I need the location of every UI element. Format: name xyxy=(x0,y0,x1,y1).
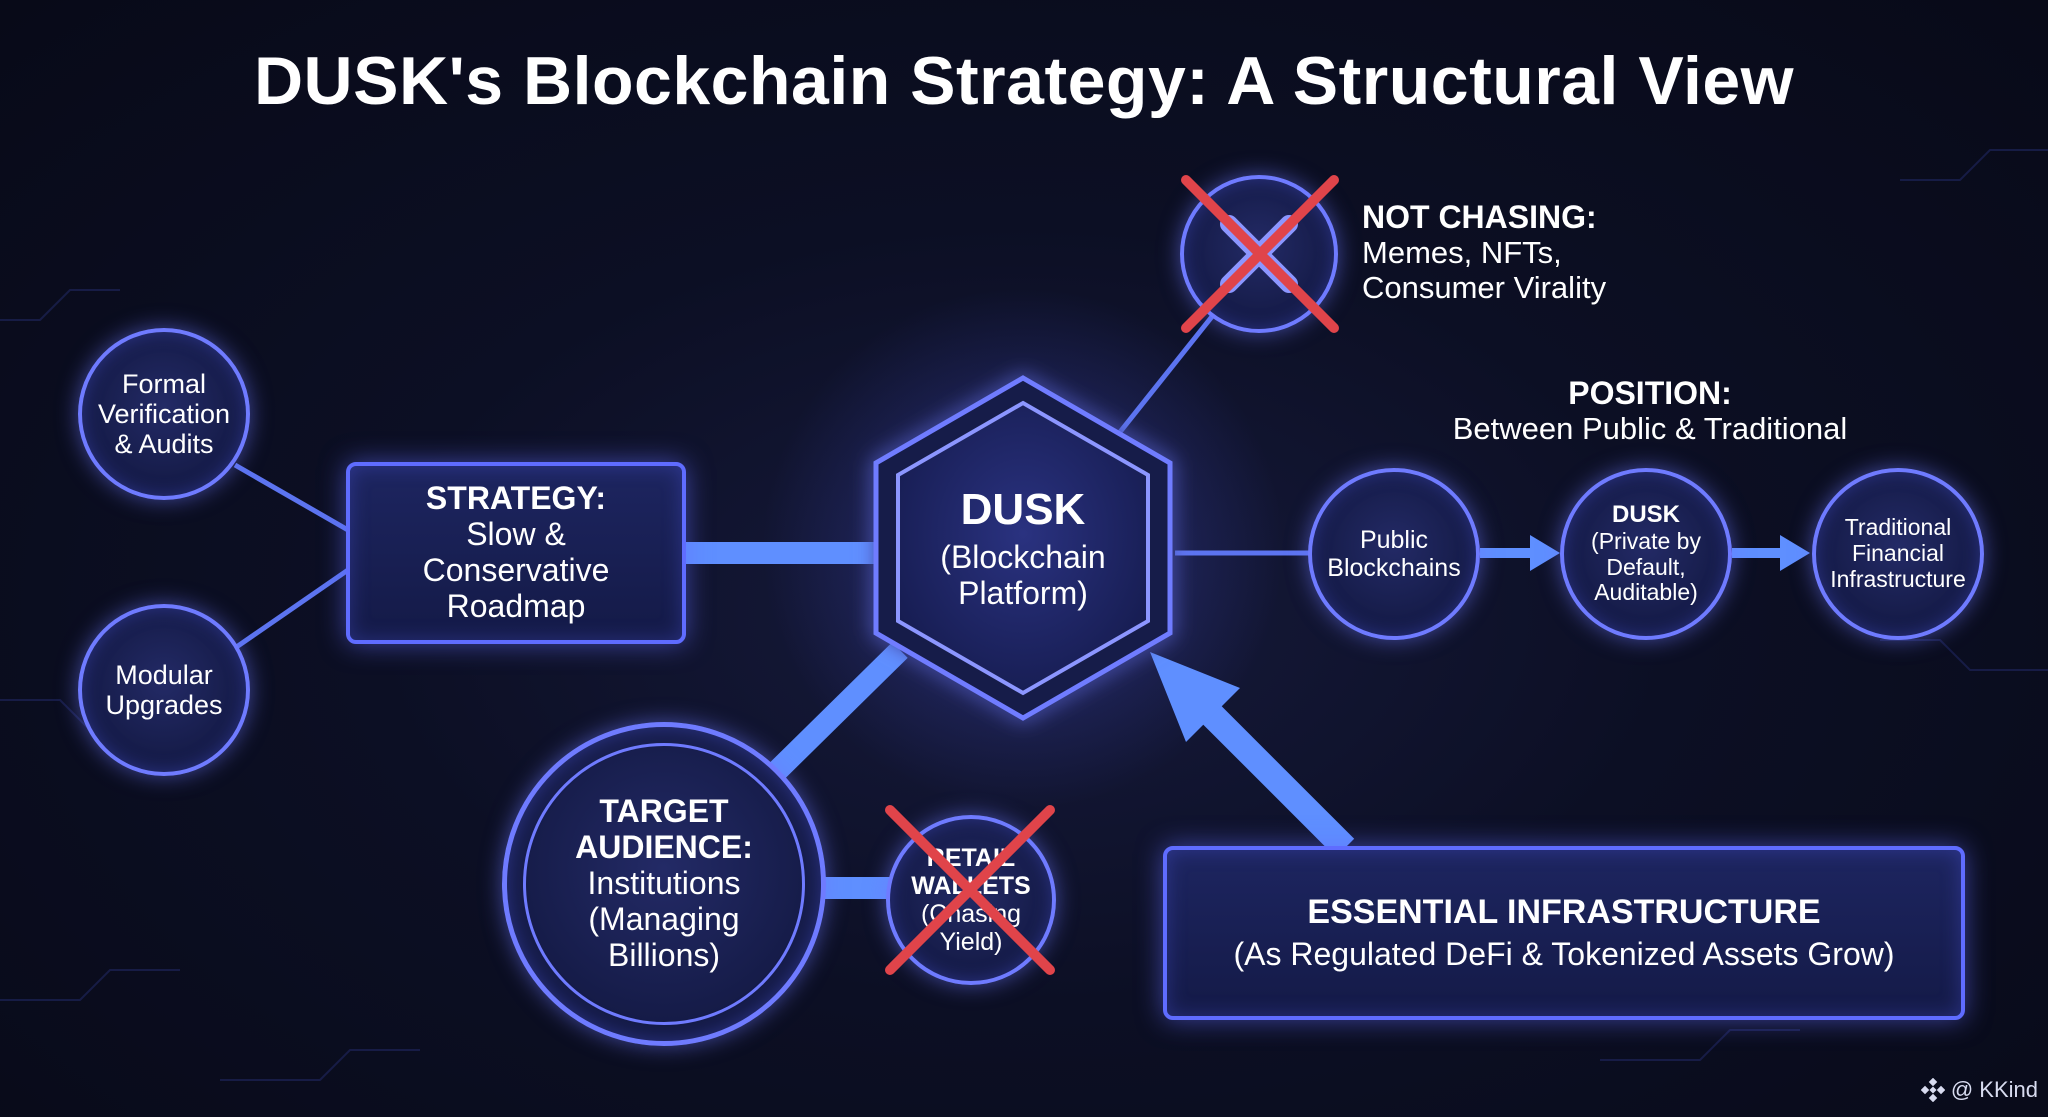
watermark: @ KKind xyxy=(1920,1077,2038,1103)
dusk-subtitle-line1: (Blockchain xyxy=(940,538,1106,575)
cross-out-icon xyxy=(1181,175,1339,333)
watermark-text: @ KKind xyxy=(1950,1077,2038,1102)
strategy-line1: Slow & xyxy=(466,516,566,553)
modular-line1: Modular xyxy=(115,659,213,690)
not-chasing-label: NOT CHASING: Memes, NFTs, Consumer Viral… xyxy=(1362,199,1607,305)
dusk-hexagon-inner xyxy=(896,400,1150,696)
strategy-box: STRATEGY: Slow & Conservative Roadmap xyxy=(346,462,686,644)
dusk-name: DUSK xyxy=(960,484,1086,534)
formal-line2: Verification xyxy=(97,398,231,429)
public-line1: Public xyxy=(1359,526,1429,554)
position-subtitle: Between Public & Traditional xyxy=(1452,410,1848,446)
essential-subtitle: (As Regulated DeFi & Tokenized Assets Gr… xyxy=(1233,936,1895,973)
traditional-line1: Traditional xyxy=(1844,514,1952,541)
traditional-line2: Financial xyxy=(1851,540,1945,567)
position-label: POSITION: Between Public & Traditional xyxy=(1400,375,1900,447)
formal-line1: Formal xyxy=(121,368,206,399)
dusk-private-line2: (Private by xyxy=(1591,527,1701,554)
retail-line4: Yield) xyxy=(939,928,1003,956)
dusk-subtitle-line2: Platform) xyxy=(958,574,1088,611)
not-chasing-heading: NOT CHASING: xyxy=(1362,199,1597,235)
public-line2: Blockchains xyxy=(1327,554,1461,582)
dusk-private-line4: Auditable) xyxy=(1594,579,1698,606)
page-title: DUSK's Blockchain Strategy: A Structural… xyxy=(253,43,1795,119)
formal-line3: & Audits xyxy=(114,429,214,460)
strategy-line2: Conservative xyxy=(422,552,610,588)
cross-out-icon xyxy=(885,805,1055,975)
position-heading: POSITION: xyxy=(1568,375,1732,411)
not-chasing-line1: Memes, NFTs, xyxy=(1362,234,1562,270)
target-audience-node: TARGET AUDIENCE: Institutions (Managing … xyxy=(502,722,826,1046)
modular-upgrades-node: Modular Upgrades xyxy=(78,604,250,776)
formal-verification-node: Formal Verification & Audits xyxy=(78,328,250,500)
dusk-private-line1: DUSK xyxy=(1611,500,1680,528)
dusk-private-line3: Default, xyxy=(1606,553,1686,580)
public-blockchains-node: Public Blockchains xyxy=(1308,468,1480,640)
strategy-line3: Roadmap xyxy=(446,587,586,624)
dusk-center-node: DUSK (Blockchain Platform) xyxy=(876,378,1170,718)
essential-infrastructure-box: ESSENTIAL INFRASTRUCTURE (As Regulated D… xyxy=(1163,846,1965,1020)
modular-line2: Upgrades xyxy=(105,690,223,720)
not-chasing-line2: Consumer Virality xyxy=(1362,269,1607,305)
traditional-line3: Infrastructure xyxy=(1830,565,1966,592)
binance-logo-icon xyxy=(1920,1078,1945,1102)
strategy-heading: STRATEGY: xyxy=(425,480,607,517)
dusk-private-node: DUSK (Private by Default, Auditable) xyxy=(1560,468,1732,640)
essential-heading: ESSENTIAL INFRASTRUCTURE xyxy=(1307,893,1821,932)
traditional-finance-node: Traditional Financial Infrastructure xyxy=(1812,468,1984,640)
